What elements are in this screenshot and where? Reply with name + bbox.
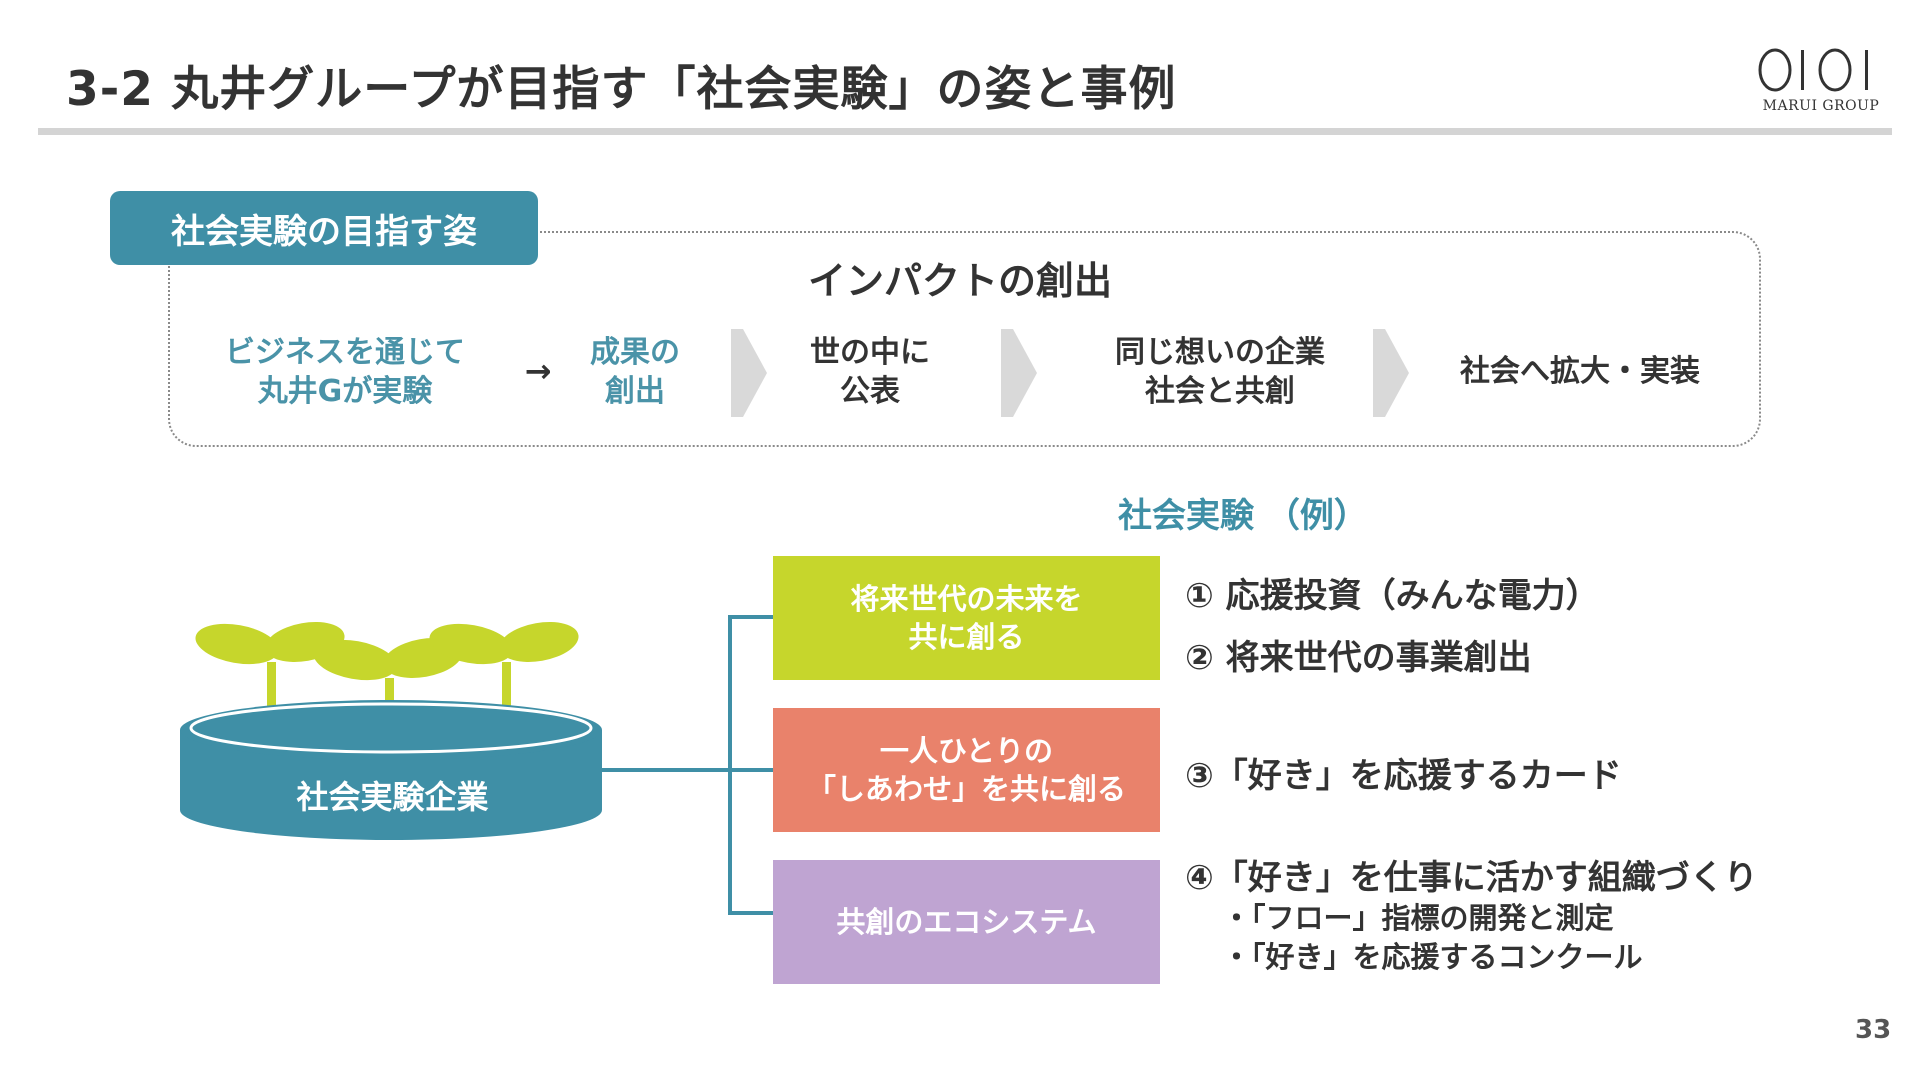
example-item: ④「好き」を仕事に活かす組織づくり <box>1185 858 1758 898</box>
step-results: 成果の 創出 <box>590 335 680 409</box>
title-divider <box>38 128 1892 135</box>
step-business-experiment: ビジネスを通じて 丸井Gが実験 <box>225 335 465 409</box>
category-ecosystem: 共創のエコシステム <box>773 860 1160 984</box>
page-title: 3-2 丸井グループが目指す「社会実験」の姿と事例 <box>66 62 1177 117</box>
step-publish: 世の中に 公表 <box>810 335 930 409</box>
marui-logo-icon <box>1758 48 1868 92</box>
aim-tab-label: 社会実験の目指す姿 <box>110 191 538 265</box>
connector-lines <box>600 615 773 915</box>
chevron-right-icon <box>1373 329 1409 417</box>
category-happiness: 一人ひとりの 「しあわせ」を共に創る <box>773 708 1160 832</box>
category-future-generations: 将来世代の未来を 共に創る <box>773 556 1160 680</box>
example-item: ② 将来世代の事業創出 <box>1185 638 1532 678</box>
example-sub-item: ・「好き」を応援するコンクール <box>1222 940 1643 974</box>
logo-text: MARUI GROUP <box>1762 98 1880 114</box>
page-number: 33 <box>1855 1015 1892 1045</box>
flow-arrow: → <box>524 352 552 390</box>
step-co-create: 同じ想いの企業 社会と共創 <box>1115 335 1325 409</box>
impact-heading: インパクトの創出 <box>807 259 1112 303</box>
example-sub-item: ・「フロー」指標の開発と測定 <box>1222 901 1614 935</box>
chevron-right-icon <box>731 329 767 417</box>
chevron-right-icon <box>1001 329 1037 417</box>
aim-panel <box>168 231 1761 447</box>
experiments-heading: 社会実験 （例） <box>1118 496 1368 536</box>
step-expand: 社会へ拡大・実装 <box>1460 354 1700 389</box>
example-item: ③「好き」を応援するカード <box>1185 756 1622 796</box>
base-label: 社会実験企業 <box>296 778 489 816</box>
example-item: ① 応援投資（みんな電力） <box>1185 576 1600 616</box>
sprout-cylinder-illustration <box>180 622 602 840</box>
